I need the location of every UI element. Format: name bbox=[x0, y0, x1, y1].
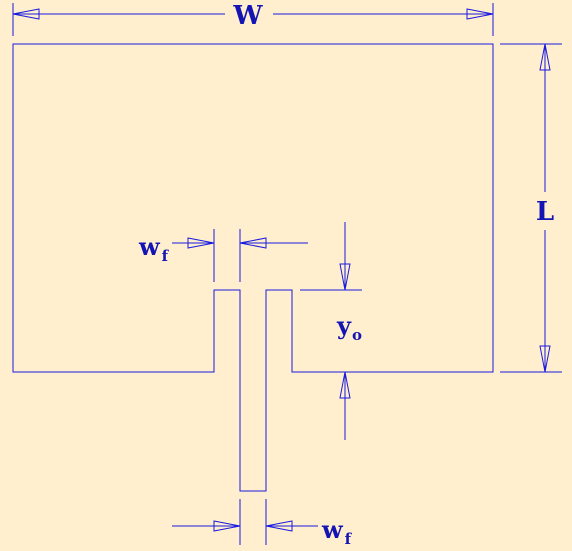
length-dimension: L bbox=[500, 43, 562, 373]
feed-arrow-left bbox=[213, 520, 241, 532]
inset-depth-label: yo bbox=[336, 311, 362, 344]
width-label: W bbox=[232, 1, 263, 31]
length-arrow-bottom bbox=[539, 345, 551, 373]
inset-depth-label-main: y bbox=[336, 311, 352, 340]
inset-depth-label-sub: o bbox=[352, 326, 362, 344]
length-arrow-top bbox=[539, 43, 551, 71]
inset-arrow-bottom bbox=[339, 371, 351, 399]
width-arrow-right bbox=[466, 8, 494, 20]
patch-outline bbox=[12, 43, 494, 492]
length-label: L bbox=[536, 197, 554, 227]
notch-arrow-right bbox=[239, 237, 267, 249]
inset-depth-dimension: yo bbox=[300, 222, 362, 440]
inset-arrow-top bbox=[339, 263, 351, 291]
notch-width-label-main: w bbox=[138, 232, 161, 261]
width-arrow-left bbox=[12, 8, 40, 20]
notch-width-label-sub: f bbox=[162, 247, 170, 265]
feed-width-label-sub: f bbox=[345, 530, 353, 548]
width-dimension: W bbox=[12, 1, 494, 36]
notch-arrow-left bbox=[187, 237, 215, 249]
feed-arrow-right bbox=[265, 520, 293, 532]
feed-width-label-main: w bbox=[321, 515, 344, 544]
